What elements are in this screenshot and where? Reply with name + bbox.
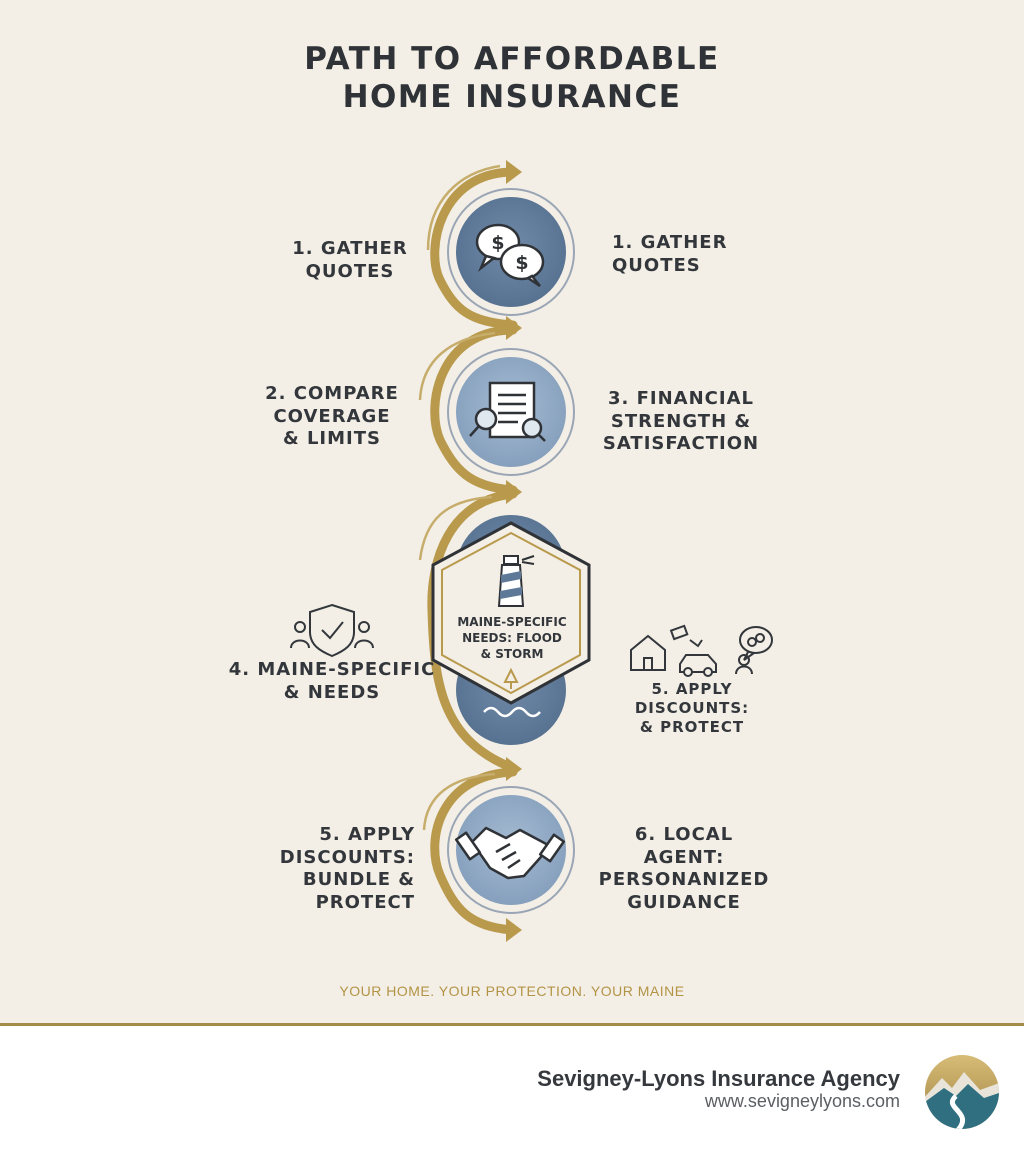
- tagline: YOUR HOME. YOUR PROTECTION. YOUR MAINE: [339, 983, 685, 999]
- document-magnifier-icon: [469, 381, 546, 442]
- arrow-arc-2: [430, 325, 518, 495]
- tree-icon: [503, 667, 519, 689]
- path-arrows-thin: [418, 164, 501, 831]
- footer: [0, 1026, 1024, 1154]
- step-3-label: 3. FINANCIAL STRENGTH & SATISFACTION: [602, 388, 760, 454]
- path-diagram: $ $: [290, 160, 773, 942]
- step-1-label-left: 1. GATHER QUOTES: [292, 238, 408, 282]
- maine-badge-text: MAINE-SPECIFIC NEEDS: FLOOD & STORM: [457, 615, 567, 661]
- maine-hexagon-badge: [431, 521, 591, 705]
- company-website[interactable]: www.sevigneylyons.com: [704, 1091, 900, 1111]
- step-circle-2: [447, 348, 575, 476]
- wave-icon: [483, 706, 541, 718]
- lighthouse-icon: [497, 555, 535, 607]
- step-1-label-right: 1. GATHER QUOTES: [612, 232, 728, 276]
- company-name: Sevigney-Lyons Insurance Agency: [537, 1066, 900, 1091]
- step-2-label: 2. COMPARE COVERAGE & LIMITS: [265, 383, 399, 449]
- svg-text:$: $: [491, 232, 504, 254]
- dollar-speech-bubbles-icon: [475, 223, 545, 288]
- svg-text:$: $: [515, 252, 528, 274]
- step-5-label-left: 5. APPLY DISCOUNTS: BUNDLE & PROTECT: [279, 824, 415, 913]
- handshake-icon: [454, 826, 566, 880]
- step-circle-1: $ $: [447, 188, 575, 316]
- home-car-discount-icon: [630, 624, 773, 677]
- arrow-heads: [506, 160, 522, 942]
- page-title: PATH TO AFFORDABLE HOME INSURANCE: [304, 41, 720, 115]
- step-circle-6: [447, 786, 575, 914]
- arrow-arc-4: [430, 767, 518, 935]
- step-6-label: 6. LOCAL AGENT: PERSONANIZED GUIDANCE: [598, 824, 770, 913]
- arrow-arc-1: [430, 167, 518, 330]
- footer-divider: [0, 1023, 1024, 1026]
- step-5-label-right: 5. APPLY DISCOUNTS: & PROTECT: [634, 680, 750, 736]
- shield-people-icon: [290, 603, 374, 658]
- step-4-label: 4. MAINE-SPECIFIC & NEEDS: [228, 659, 436, 703]
- agency-logo: [925, 1055, 999, 1129]
